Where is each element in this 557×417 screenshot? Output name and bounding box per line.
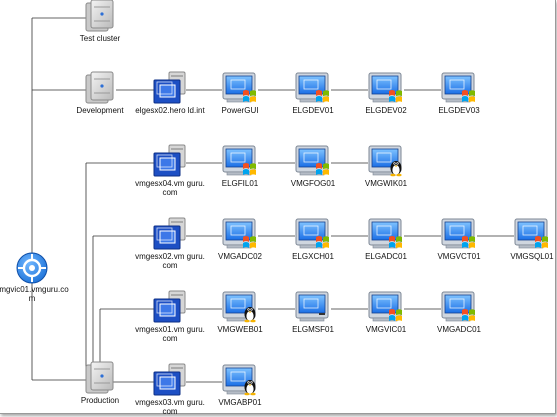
vcenter-server[interactable]: vmgvic01.vmguru.com [0,252,69,303]
virtual-machine-label: VMGVCT01 [437,252,481,261]
virtual-machine-monitor-icon [440,217,478,251]
virtual-machine-label: VMGADC02 [217,252,262,261]
virtual-machine-monitor-icon [367,217,405,251]
virtual-machine-monitor-icon [221,144,259,178]
virtual-machine-label: ELGXCH01 [292,252,334,261]
cluster-dev-label: Development [76,106,124,115]
virtual-machine-monitor-icon [513,217,551,251]
virtual-machine[interactable]: VMGSQL01 [496,217,557,261]
virtual-machine-monitor-icon [221,217,259,251]
cluster-test[interactable]: Test cluster [64,0,136,43]
esx-host-label: vmgesx02.vm guru.com [135,252,205,270]
virtual-machine[interactable]: VMGVIC01 [350,290,422,334]
virtual-machine-label: VMGADC01 [436,325,481,334]
esx-host-label: vmgesx01.vm guru.com [135,325,205,343]
virtual-machine[interactable]: ELGDEV02 [350,71,422,115]
virtual-machine[interactable]: VMGWIK01 [350,144,422,188]
virtual-machine-monitor-icon [294,144,332,178]
virtual-machine-monitor-icon [221,71,259,105]
virtual-machine-label: VMGWIK01 [364,179,408,188]
virtual-machine[interactable]: ELGDEV03 [423,71,495,115]
virtual-machine-label: PowerGUI [221,106,259,115]
virtual-machine[interactable]: VMGFOG01 [277,144,349,188]
virtual-machine-label: ELGMSF01 [292,325,334,334]
esx-host-icon [152,363,188,397]
virtual-machine-label: VMGABP01 [218,398,262,407]
virtual-machine-monitor-icon [294,217,332,251]
virtual-machine-monitor-icon [294,290,332,324]
esx-host-icon [152,217,188,251]
virtual-machine[interactable]: ELGDEV01 [277,71,349,115]
cluster-prod[interactable]: Production [64,361,136,405]
esx-host-label: vmgesx03.vm guru.com [135,398,205,416]
virtual-machine[interactable]: ELGXCH01 [277,217,349,261]
virtual-machine[interactable]: VMGWEB01 [204,290,276,334]
virtual-machine[interactable]: PowerGUI [204,71,276,115]
virtual-machine[interactable]: VMGADC02 [204,217,276,261]
esx-host-icon [152,144,188,178]
virtual-machine-label: VMGSQL01 [510,252,554,261]
virtual-machine[interactable]: VMGVCT01 [423,217,495,261]
virtual-machine-monitor-icon [221,290,259,324]
esx-host-icon [152,290,188,324]
esx-host[interactable]: elgesx02.hero ld.int [134,71,206,115]
esx-host-icon [152,71,188,105]
esx-host[interactable]: vmgesx04.vm guru.com [134,144,206,197]
virtual-machine-label: ELGDEV01 [292,106,334,115]
virtual-machine[interactable]: ELGMSF01 [277,290,349,334]
virtual-machine-label: ELGDEV03 [438,106,480,115]
virtual-machine[interactable]: ELGFIL01 [204,144,276,188]
virtual-machine-label: VMGVIC01 [365,325,407,334]
esx-host[interactable]: vmgesx01.vm guru.com [134,290,206,343]
virtual-machine-label: ELGADC01 [365,252,407,261]
esx-host-label: elgesx02.hero ld.int [135,106,205,115]
cluster-dev[interactable]: Development [64,71,136,115]
virtual-machine-monitor-icon [440,71,478,105]
virtual-machine[interactable]: VMGADC01 [423,290,495,334]
esx-host[interactable]: vmgesx02.vm guru.com [134,217,206,270]
virtual-machine-label: ELGFIL01 [221,179,259,188]
virtual-machine-label: VMGFOG01 [290,179,336,188]
vcenter-server-label: vmgvic01.vmguru.com [0,285,69,303]
virtual-machine-monitor-icon [367,71,405,105]
virtual-machine-label: ELGDEV02 [365,106,407,115]
virtual-machine[interactable]: ELGADC01 [350,217,422,261]
virtual-machine-monitor-icon [221,363,259,397]
virtual-machine-monitor-icon [440,290,478,324]
virtual-machine-monitor-icon [367,144,405,178]
vcenter-target-icon [16,252,48,284]
virtual-machine[interactable]: VMGABP01 [204,363,276,407]
esx-host[interactable]: vmgesx03.vm guru.com [134,363,206,416]
cluster-server-icon [83,0,117,33]
cluster-prod-label: Production [80,396,120,405]
cluster-server-icon [83,361,117,395]
cluster-server-icon [83,71,117,105]
virtual-machine-label: VMGWEB01 [217,325,263,334]
esx-host-label: vmgesx04.vm guru.com [135,179,205,197]
virtual-machine-monitor-icon [367,290,405,324]
cluster-test-label: Test cluster [79,34,121,43]
virtual-machine-monitor-icon [294,71,332,105]
